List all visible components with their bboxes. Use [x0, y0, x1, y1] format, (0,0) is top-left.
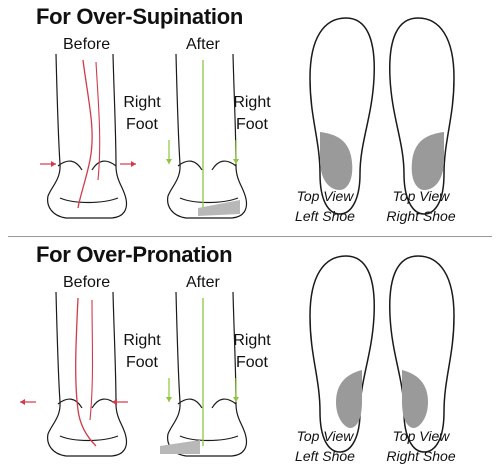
supination-before-bone-line-2	[95, 61, 101, 181]
section-title-supination: For Over-Supination	[36, 4, 243, 29]
pronation-before-arrow-left	[20, 399, 36, 405]
side-label-line2: Foot	[125, 354, 158, 371]
supination-right-shoe-caption: Top View Right Shoe	[376, 186, 466, 226]
supination-before-arrow-left	[40, 161, 56, 167]
pronation-before-side-label: Right Foot	[112, 330, 172, 374]
supination-left-shoe-pad	[320, 132, 353, 190]
pronation-before-ankle	[47, 291, 128, 457]
supination-left-shoe-caption: Top View Left Shoe	[280, 186, 370, 226]
pronation-wedge	[160, 440, 200, 454]
supination-after-ankle	[167, 53, 248, 219]
pronation-after-arrow-left	[166, 378, 172, 402]
supination-right-shoe-pad	[411, 132, 444, 190]
side-label-line2: Foot	[235, 116, 268, 133]
pronation-before-arrow-right	[112, 399, 128, 405]
section-divider	[8, 236, 492, 237]
side-label-line1: Right	[123, 94, 161, 111]
supination-before-bone-line	[77, 59, 93, 209]
side-label-line1: Right	[233, 94, 271, 111]
supination-after-arrow-right	[233, 140, 239, 164]
pronation-after-arrow-right	[233, 378, 239, 402]
caption-line2: Right Shoe	[386, 448, 456, 464]
side-label-line2: Foot	[235, 354, 268, 371]
pronation-before-bone-line	[75, 297, 97, 447]
pronation-after-side-label: Right Foot	[222, 330, 282, 374]
supination-right-shoe	[388, 17, 455, 215]
pronation-left-shoe-pad	[336, 370, 362, 428]
pronation-after-ankle	[167, 291, 248, 457]
side-label-line2: Foot	[125, 116, 158, 133]
supination-after-side-label: Right Foot	[222, 92, 282, 136]
supination-before-side-label: Right Foot	[112, 92, 172, 136]
supination-before-ankle	[47, 53, 128, 219]
supination-after-label: After	[186, 36, 220, 53]
pronation-right-shoe	[388, 255, 455, 453]
side-label-line1: Right	[123, 332, 161, 349]
supination-after-arrow-left	[166, 140, 172, 164]
supination-left-shoe	[309, 17, 376, 215]
pronation-left-shoe	[309, 255, 376, 453]
caption-line1: Top View	[296, 428, 354, 444]
supination-before-arrow-right	[120, 161, 136, 167]
pronation-after-label: After	[186, 274, 220, 291]
section-title-pronation: For Over-Pronation	[36, 242, 233, 267]
caption-line2: Left Shoe	[295, 208, 355, 224]
caption-line1: Top View	[392, 188, 450, 204]
side-label-line1: Right	[233, 332, 271, 349]
supination-wedge	[198, 200, 240, 216]
pronation-right-shoe-pad	[402, 370, 428, 428]
caption-line1: Top View	[296, 188, 354, 204]
pronation-before-bone-line-2	[89, 299, 94, 421]
caption-line2: Right Shoe	[386, 208, 456, 224]
supination-before-label: Before	[63, 36, 111, 53]
pronation-before-label: Before	[63, 274, 111, 291]
